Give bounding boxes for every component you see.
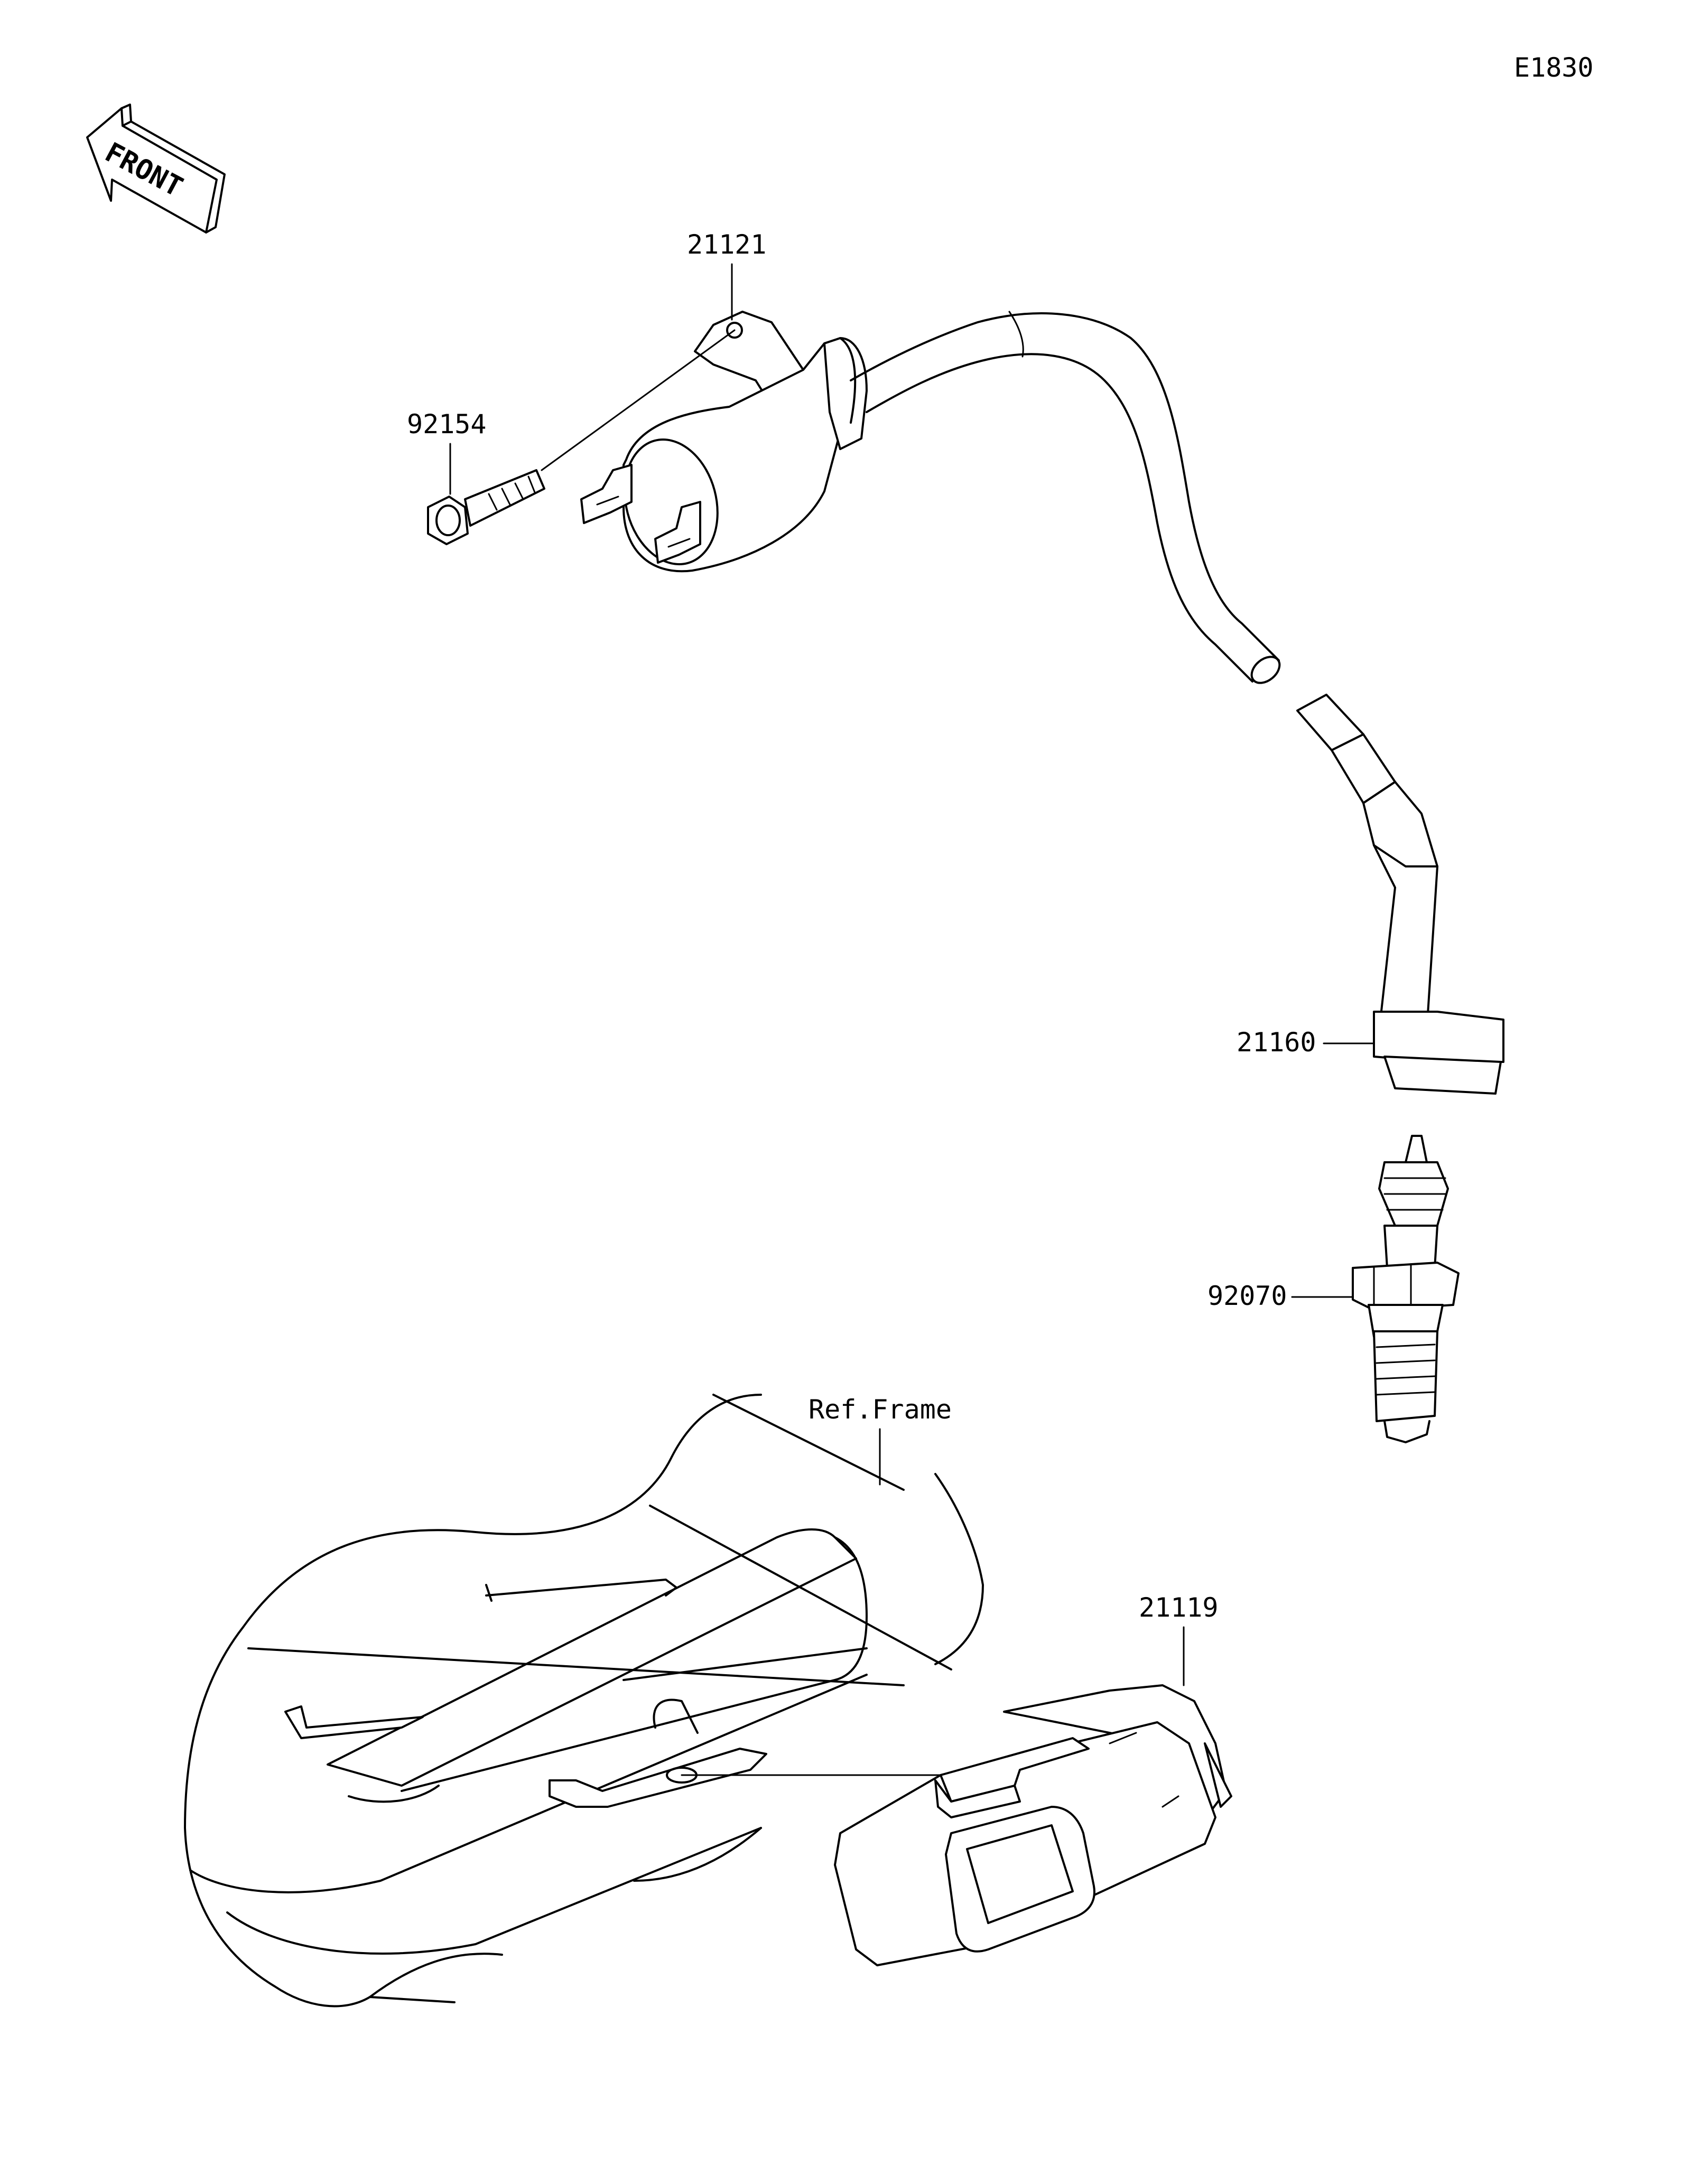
spark-plug — [1352, 1135, 1460, 1443]
label-92070: 92070 — [1207, 1281, 1287, 1311]
label-ref-frame: Ref.Frame — [809, 1394, 952, 1425]
label-21121: 21121 — [687, 229, 767, 260]
label-21160: 21160 — [1237, 1027, 1316, 1058]
high-tension-lead — [850, 311, 1281, 684]
spark-plug-cap — [1296, 694, 1504, 1095]
label-92154: 92154 — [407, 409, 487, 440]
coil-bolt-leader — [541, 329, 736, 471]
front-arrow-icon: FRONT — [86, 104, 226, 234]
igniter — [834, 1684, 1232, 1966]
frame-reference — [184, 1394, 984, 2008]
ignition-coil — [580, 311, 868, 573]
label-21119: 21119 — [1139, 1592, 1219, 1623]
diagram-code: E1830 — [1514, 52, 1594, 83]
bolt — [427, 469, 545, 545]
